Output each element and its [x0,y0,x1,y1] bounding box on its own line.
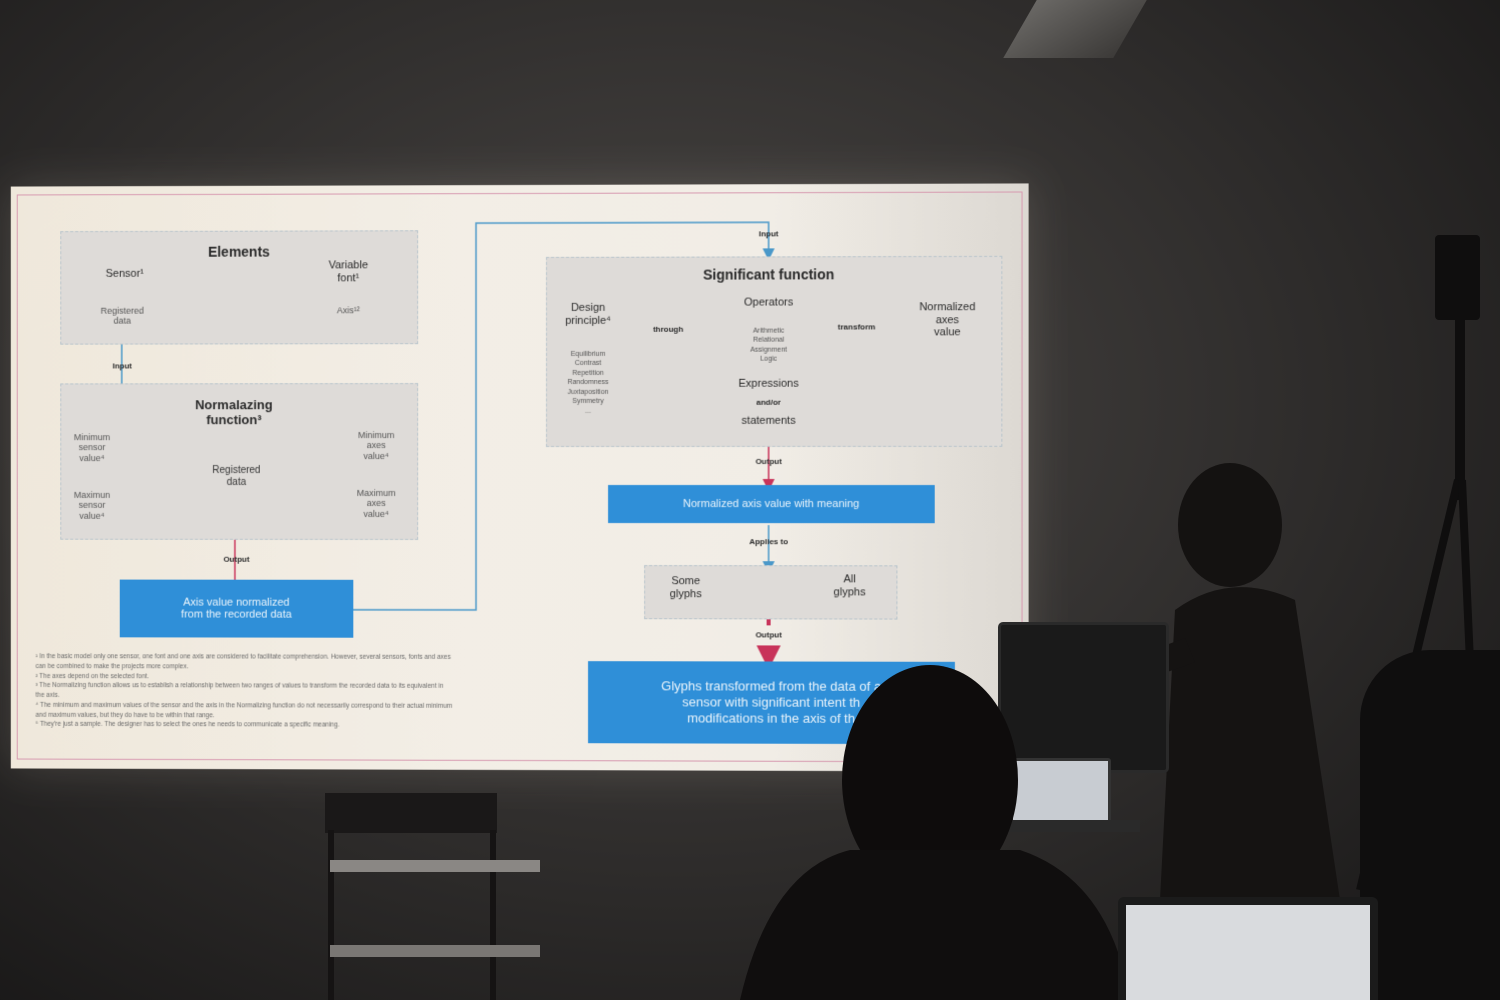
operator-list: Arithmetic Relational Assignment Logic [750,327,787,364]
audience-silhouette [740,665,1130,1000]
output-label-left: Output [223,554,250,564]
max-axes-label: Maximum axes value⁴ [356,487,396,519]
meaning-box: Normalized axis value with meaning [608,485,935,524]
and-or-label: and/or [756,397,781,407]
normalizing-title: Normalazing function³ [195,397,273,428]
variable-font-label: Variable font¹ [328,259,369,285]
design-principle-label: Design principle⁴ [565,301,611,327]
footnote-4: ⁴ The minimum and maximum values of the … [35,701,453,719]
ceiling-light [1003,0,1147,58]
transform-label: transform [837,322,876,332]
audience-silhouette-right [1360,650,1500,1000]
stool-leg-left [328,830,334,1000]
stool-leg-right [490,830,496,1000]
through-label: through [653,324,684,334]
operators-label: Operators [744,296,794,309]
projection-screen: Elements Sensor¹ Variable font¹ Register… [11,183,1029,771]
applies-to-label: Applies to [749,537,789,547]
footnote-3: ³ The Normalizing function allows us to … [35,682,444,699]
input-label-right: Input [758,229,779,239]
elements-title: Elements [207,243,270,260]
shelf-board-1 [330,860,540,872]
sensor-label: Sensor¹ [105,267,144,280]
normalized-axes-label: Normalized axes value [919,301,976,339]
footnote-5: ⁵ They're just a sample. The designer ha… [35,721,340,729]
foreground-laptop [1118,897,1378,1000]
statements-label: statements [741,414,796,427]
axis-value-box: Axis value normalized from the recorded … [119,579,354,638]
camera-silhouette [1435,235,1480,320]
registered-data-2-label: Registered data [212,465,261,488]
axis-label: Axis¹² [336,305,360,316]
output-label-right-2: Output [755,630,782,640]
expressions-label: Expressions [738,377,799,390]
footnote-1: ¹ In the basic model only one sensor, on… [35,653,451,671]
max-sensor-label: Maximun sensor value⁴ [73,489,111,521]
registered-data-label: Registered data [100,305,144,326]
some-glyphs-label: Some glyphs [669,575,702,600]
desk-laptop-base [1000,820,1140,832]
principles-list: Equilibrium Contrast Repetition Randomne… [567,350,609,415]
footnotes: ¹ In the basic model only one sensor, on… [36,652,454,731]
output-label-right: Output [755,456,782,466]
significant-title: Significant function [702,266,835,283]
input-label-left: Input [112,361,132,371]
shelf-board-2 [330,945,540,957]
stool-top [325,793,497,833]
min-axes-label: Minimum axes value⁴ [358,430,395,461]
all-glyphs-label: All glyphs [833,573,866,599]
foreground-laptop-screen [1126,905,1370,1000]
min-sensor-label: Minimum sensor value⁴ [73,432,111,463]
